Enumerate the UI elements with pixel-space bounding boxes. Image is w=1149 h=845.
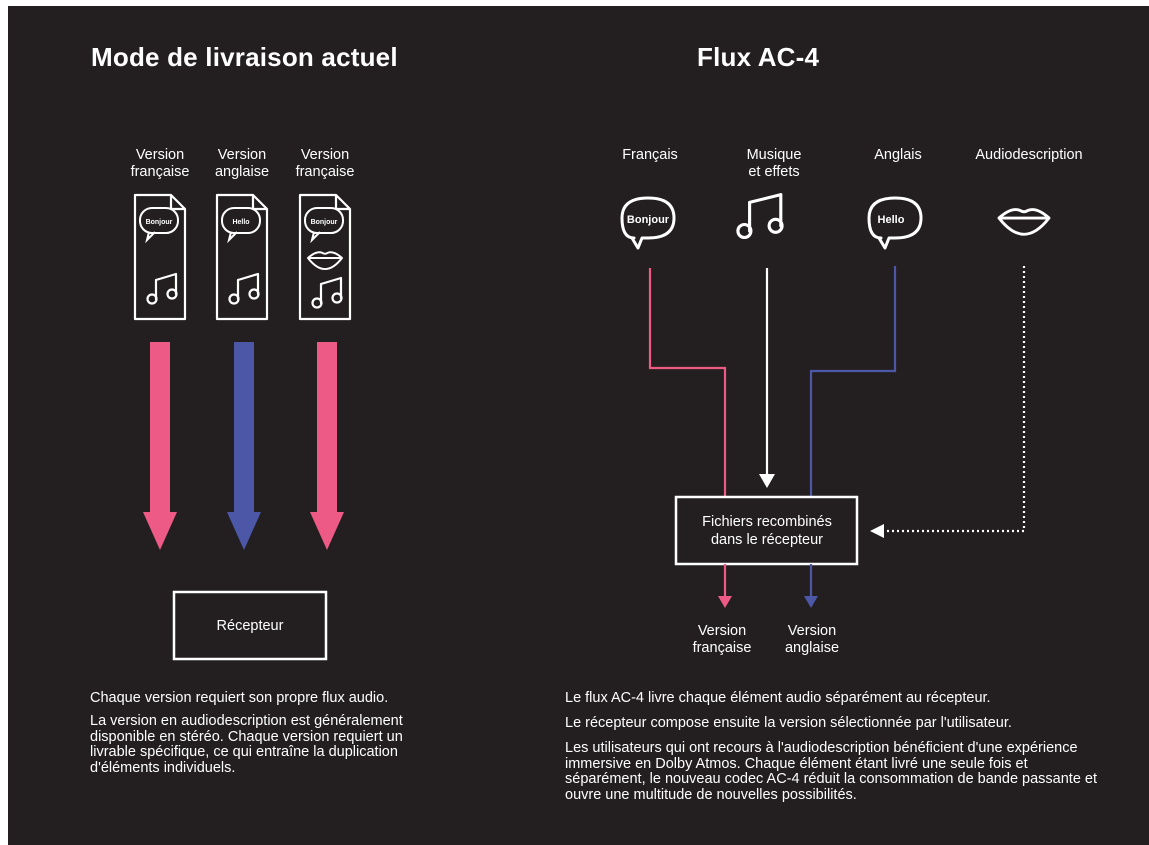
right-paragraph-1: Le flux AC-4 livre chaque élément audio …	[565, 690, 991, 706]
arrow-version-3	[310, 342, 344, 550]
bubble-text: Hello	[232, 219, 249, 226]
version-doc-2: Hello	[215, 193, 269, 321]
source-label-anglais: Anglais	[874, 147, 922, 163]
version-doc-3: Bonjour	[298, 193, 352, 321]
output-arrowhead-francaise	[718, 596, 732, 608]
arrow-version-1	[143, 342, 177, 550]
right-paragraph-2: Le récepteur compose ensuite la version …	[565, 715, 1012, 731]
source-label-audiodescription: Audiodescription	[975, 147, 1083, 163]
receiver-label: Récepteur	[216, 618, 284, 634]
diagram-panel	[8, 6, 1149, 845]
music-note-icon	[311, 276, 343, 309]
arrow-version-2	[227, 342, 261, 550]
speech-bubble-icon	[310, 231, 321, 244]
speech-bubble-icon	[227, 231, 238, 244]
bubble-text: Bonjour	[311, 219, 338, 226]
lips-icon	[307, 251, 343, 271]
left-paragraph-1: Chaque version requiert son propre flux …	[90, 690, 389, 706]
speech-bubble-icon: Hello	[867, 196, 923, 250]
output-arrowhead-anglaise	[804, 596, 818, 608]
music-note-icon	[736, 193, 784, 240]
music-note-icon	[146, 272, 178, 305]
speech-bubble-icon: Bonjour	[620, 196, 676, 250]
combiner-box	[674, 495, 859, 566]
right-paragraph-3: Les utilisateurs qui ont recours à l'aud…	[565, 740, 1098, 803]
left-paragraph-2: La version en audiodescription est génér…	[90, 713, 403, 776]
speech-bubble-icon	[145, 231, 156, 244]
anglais-flow-line	[809, 266, 897, 497]
source-label-francais: Français	[622, 147, 678, 163]
bubble-text: Hello	[878, 214, 905, 226]
lips-icon	[997, 208, 1051, 236]
music-note-icon	[228, 272, 260, 305]
audiodescription-flow-line	[880, 266, 1026, 533]
right-title: Flux AC-4	[697, 42, 820, 72]
version-doc-1: Bonjour	[133, 193, 187, 321]
left-title: Mode de livraison actuel	[91, 42, 398, 72]
audiodescription-flow-arrowhead	[870, 524, 884, 538]
bubble-text: Bonjour	[146, 219, 173, 226]
musique-flow-arrowhead	[759, 474, 775, 488]
francais-flow-line	[648, 268, 727, 497]
bubble-text: Bonjour	[627, 214, 670, 226]
receiver-box	[172, 590, 328, 661]
